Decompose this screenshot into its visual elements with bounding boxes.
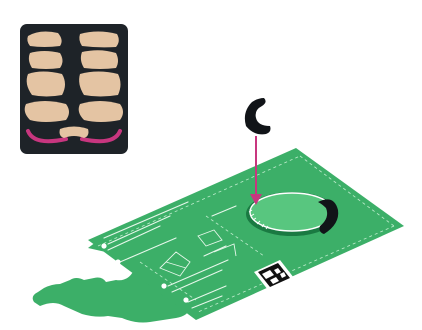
skin-piece-6 [79, 72, 120, 97]
skin-piece-2 [79, 32, 118, 48]
step-marker-2 [115, 259, 120, 264]
skin-piece-4 [81, 50, 118, 69]
step-marker-3 [161, 283, 166, 288]
skin-piece-5 [27, 72, 65, 97]
floating-crescent-piece [245, 98, 271, 134]
skin-piece-8 [79, 101, 123, 122]
step-marker-1 [101, 243, 106, 248]
green-assembly-mat [33, 148, 404, 323]
skin-piece-7 [25, 101, 69, 122]
foam-pieces-sheet [20, 24, 128, 154]
skin-piece-1 [27, 32, 61, 47]
step-marker-4 [183, 297, 188, 302]
skin-piece-3 [29, 51, 63, 69]
